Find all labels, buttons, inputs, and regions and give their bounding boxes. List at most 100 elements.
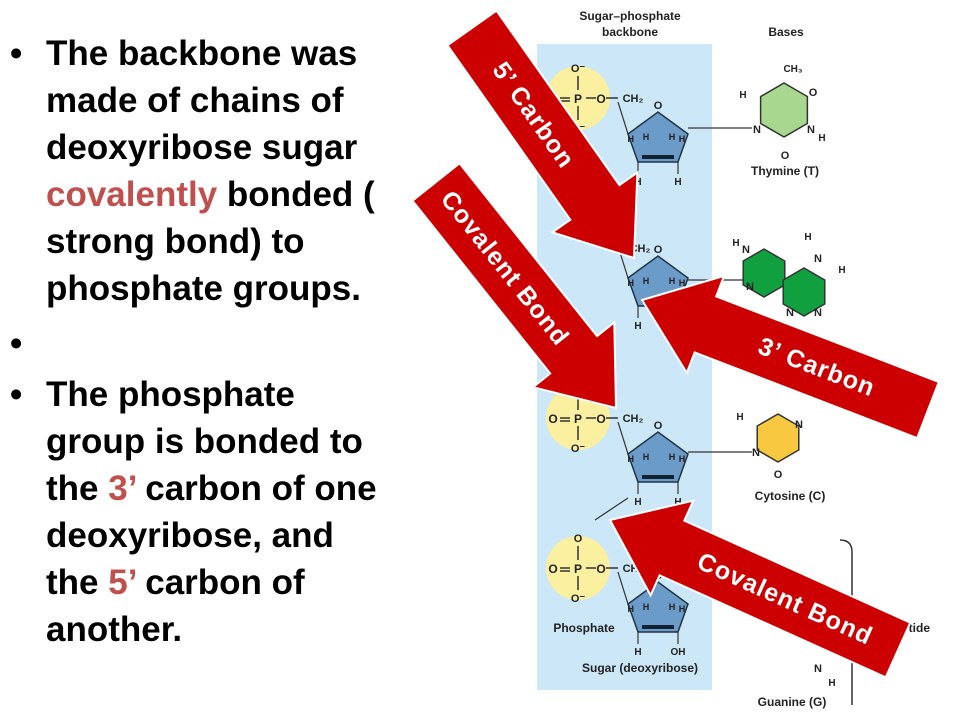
atom-label: CH₃ <box>783 64 802 75</box>
atom-label: H <box>634 647 641 658</box>
text-run: another. <box>46 610 183 649</box>
phosphate-label: Phosphate <box>553 621 615 635</box>
atom-label: O <box>596 92 605 106</box>
text-run: made of chains of <box>46 81 344 120</box>
atom-label: H <box>679 604 686 614</box>
phosphodiester-bond <box>594 497 629 521</box>
atom-label: N <box>795 419 803 431</box>
atom-label: CH₂ <box>623 413 644 425</box>
highlight-text: 5’ <box>108 563 136 602</box>
bullet-1: • The backbone was made of chains of deoxyr… <box>0 30 470 312</box>
base-label-cytosine: Cytosine (C) <box>755 489 826 503</box>
bullet-2: • <box>0 320 470 367</box>
text-run: carbon of one <box>135 469 377 508</box>
bullet-line: another. <box>46 606 470 653</box>
text-run: deoxyribose sugar <box>46 128 358 167</box>
atom-label: N <box>746 281 754 293</box>
atom-label: H <box>669 132 676 142</box>
base-ring <box>759 82 809 138</box>
atom-label: N <box>786 307 794 319</box>
atom-label: H <box>736 412 743 423</box>
text-run: bonded ( <box>217 175 375 214</box>
atom-label: O <box>654 100 663 112</box>
bullet-line: deoxyribose sugar <box>46 124 470 171</box>
atom-label: CH₂ <box>623 93 644 105</box>
atom-label: H <box>669 276 676 286</box>
atom-label: N <box>752 447 760 459</box>
atom-label: H <box>674 177 681 188</box>
text-run: The backbone was <box>46 34 358 73</box>
atom-label: O <box>781 150 790 162</box>
atom-label: H <box>679 134 686 144</box>
header-backbone: backbone <box>602 25 658 39</box>
atom-label: H <box>732 238 739 249</box>
atom-label: P <box>574 562 582 576</box>
bullet-line: the 5’ carbon of <box>46 559 470 606</box>
header-backbone: Sugar–phosphate <box>579 9 681 23</box>
bullet-line: The phosphate <box>46 371 470 418</box>
atom-label: O⁻ <box>571 63 586 75</box>
atom-label: P <box>574 412 582 426</box>
atom-label: H <box>679 454 686 464</box>
atom-label: H <box>669 452 676 462</box>
atom-label: H <box>628 454 635 464</box>
text-run: deoxyribose, and <box>46 516 334 555</box>
atom-label: H <box>674 497 681 508</box>
sugar-ring <box>627 111 689 163</box>
atom-label: O <box>774 469 783 481</box>
bullet-dot: • <box>10 375 23 414</box>
highlight-text: 3’ <box>108 469 136 508</box>
atom-label: O <box>548 412 557 426</box>
text-run: The phosphate <box>46 375 295 414</box>
atom-label: H <box>643 452 650 462</box>
atom-label: N <box>807 124 815 136</box>
bond-line <box>617 571 629 605</box>
bullet-line: deoxyribose, and <box>46 512 470 559</box>
atom-label: H <box>643 276 650 286</box>
arrow-5-carbon <box>446 9 639 260</box>
atom-label: N <box>814 253 822 265</box>
phosphate-circle <box>546 536 610 600</box>
atom-label: H <box>669 602 676 612</box>
atom-label: H <box>643 132 650 142</box>
atom-label: O⁻ <box>571 443 586 455</box>
atom-label: O <box>809 87 818 99</box>
text-run: group is bonded to <box>46 422 363 461</box>
sugar-label: Sugar (deoxyribose) <box>582 661 698 675</box>
bullet-3: • The phosphate group is bonded to the 3’ c… <box>0 371 470 653</box>
bond-line <box>617 421 629 455</box>
atom-label: O <box>596 562 605 576</box>
atom-label: O <box>654 420 663 432</box>
atom-label: H <box>628 278 635 288</box>
atom-label: O <box>574 533 583 545</box>
atom-label: H <box>828 678 835 689</box>
atom-label: H <box>643 602 650 612</box>
text-run: strong bond) to <box>46 222 305 261</box>
atom-label: H <box>634 497 641 508</box>
atom-label: H <box>838 265 845 276</box>
arrow-3-carbon <box>640 274 941 440</box>
atom-label: N <box>814 663 822 675</box>
atom-label: N <box>742 244 750 256</box>
text-run: the <box>46 563 109 602</box>
atom-label: H <box>739 90 746 101</box>
arrow-covalent-bond-2 <box>608 499 912 679</box>
atom-label: H <box>818 133 825 144</box>
sugar-ring <box>627 431 689 483</box>
bullet-line: The backbone was <box>46 30 470 77</box>
bullet-dot: • <box>10 34 23 73</box>
arrow-covalent-bond-1 <box>411 161 618 410</box>
atom-label: O <box>654 244 663 256</box>
atom-label: H <box>679 278 686 288</box>
atom-label: N <box>753 124 761 136</box>
text-run: the <box>46 469 109 508</box>
base-ring <box>742 248 786 298</box>
bullet-line: made of chains of <box>46 77 470 124</box>
atom-label: O <box>596 412 605 426</box>
text-run: carbon of <box>135 563 305 602</box>
header-bases: Bases <box>768 25 804 39</box>
atom-label: H <box>628 604 635 614</box>
nucleotide-bracket <box>839 539 853 705</box>
atom-label: H <box>804 232 811 243</box>
